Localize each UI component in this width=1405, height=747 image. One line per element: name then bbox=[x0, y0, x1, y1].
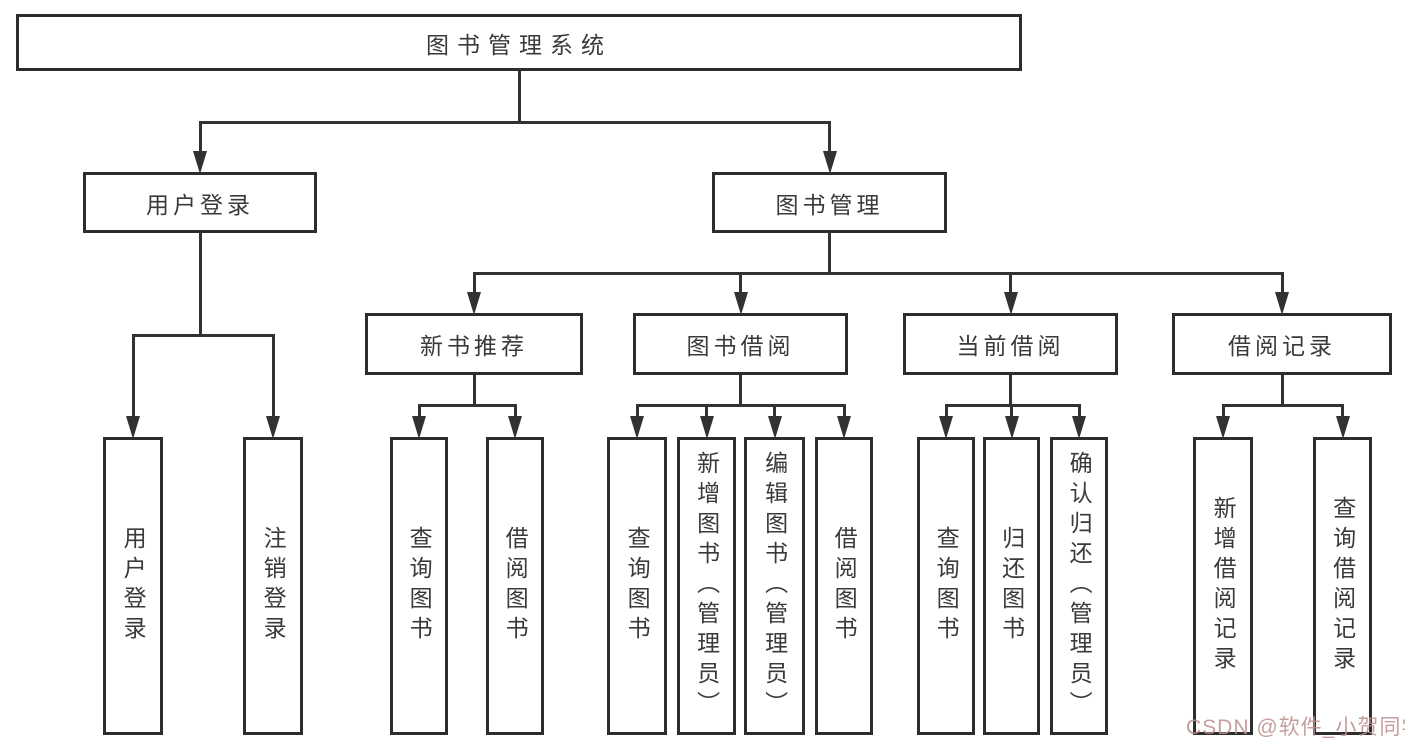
node-nr-borrow: 借阅图书 bbox=[486, 437, 544, 735]
arrowhead-login-leaf bbox=[126, 416, 140, 439]
node-label-nr-query: 查询图书 bbox=[406, 526, 433, 646]
node-label-login: 用户登录 bbox=[146, 191, 254, 218]
node-br-add: 新增借阅记录 bbox=[1193, 437, 1253, 735]
node-cb-query: 查询图书 bbox=[917, 437, 975, 735]
connector-stem-root bbox=[517, 71, 521, 122]
node-label-bb-add: 新增图书（管理员） bbox=[693, 451, 720, 721]
node-logout-leaf: 注销登录 bbox=[243, 437, 303, 735]
node-bb-borrow: 借阅图书 bbox=[815, 437, 873, 735]
connector-drop-logout-leaf bbox=[271, 335, 275, 419]
connector-drop-cb-return bbox=[1010, 405, 1013, 419]
arrowhead-current bbox=[1003, 292, 1018, 315]
connector-stem-current bbox=[1009, 375, 1012, 405]
connector-drop-records bbox=[1280, 273, 1284, 295]
arrowhead-bb-query bbox=[630, 416, 644, 439]
connector-bus-root bbox=[198, 120, 831, 124]
node-label-book-mgmt: 图书管理 bbox=[775, 191, 884, 218]
connector-drop-book-mgmt bbox=[828, 122, 831, 154]
connector-drop-nr-query bbox=[417, 405, 421, 419]
arrowhead-new-rec bbox=[467, 292, 481, 315]
connector-drop-bb-query bbox=[635, 405, 639, 419]
node-bb-query: 查询图书 bbox=[607, 437, 667, 735]
node-borrow: 图书借阅 bbox=[633, 313, 848, 375]
arrowhead-nr-borrow bbox=[508, 416, 522, 439]
node-cb-return: 归还图书 bbox=[983, 437, 1040, 735]
arrowhead-records bbox=[1275, 292, 1289, 315]
connector-drop-bb-add bbox=[705, 405, 708, 419]
node-label-nr-borrow: 借阅图书 bbox=[502, 526, 529, 646]
connector-drop-bb-borrow bbox=[842, 405, 846, 419]
connector-stem-book-mgmt bbox=[828, 233, 831, 273]
arrowhead-cb-confirm bbox=[1072, 416, 1086, 439]
arrowhead-borrow bbox=[733, 292, 748, 315]
connector-drop-br-query bbox=[1341, 405, 1344, 419]
node-login: 用户登录 bbox=[83, 172, 317, 233]
node-label-cb-return: 归还图书 bbox=[998, 526, 1025, 646]
node-new-rec: 新书推荐 bbox=[365, 313, 583, 375]
connector-drop-cb-query bbox=[944, 405, 948, 419]
arrowhead-nr-query bbox=[412, 416, 426, 439]
connector-drop-login bbox=[198, 122, 202, 154]
node-br-query: 查询借阅记录 bbox=[1313, 437, 1372, 735]
connector-drop-current bbox=[1009, 273, 1012, 295]
arrowhead-logout-leaf bbox=[266, 416, 280, 439]
node-label-br-add: 新增借阅记录 bbox=[1210, 496, 1237, 676]
node-label-logout-leaf: 注销登录 bbox=[260, 526, 287, 646]
node-label-cb-confirm: 确认归还（管理员） bbox=[1066, 451, 1093, 721]
node-label-bb-query: 查询图书 bbox=[624, 526, 651, 646]
connector-bus-login bbox=[131, 333, 275, 337]
node-label-records: 借阅记录 bbox=[1228, 333, 1336, 359]
connector-stem-records bbox=[1280, 375, 1284, 405]
arrowhead-br-query bbox=[1335, 416, 1350, 439]
arrowhead-bb-borrow bbox=[837, 416, 851, 439]
arrowhead-login bbox=[193, 151, 207, 174]
connector-bus-borrow bbox=[635, 403, 846, 407]
node-bb-add: 新增图书（管理员） bbox=[677, 437, 736, 735]
node-label-br-query: 查询借阅记录 bbox=[1329, 496, 1356, 676]
connector-stem-borrow bbox=[739, 375, 742, 405]
csdn-watermark: CSDN @软件_小贺同学 bbox=[1186, 716, 1405, 739]
connector-drop-cb-confirm bbox=[1077, 405, 1081, 419]
node-label-new-rec: 新书推荐 bbox=[420, 333, 528, 359]
connector-drop-login-leaf bbox=[131, 335, 135, 419]
connector-bus-book-mgmt bbox=[472, 271, 1284, 275]
connector-stem-login bbox=[198, 233, 202, 335]
node-label-borrow: 图书借阅 bbox=[686, 333, 795, 359]
node-cb-confirm: 确认归还（管理员） bbox=[1050, 437, 1108, 735]
connector-stem-new-rec bbox=[472, 375, 476, 405]
arrowhead-bb-edit bbox=[767, 416, 782, 439]
arrowhead-bb-add bbox=[699, 416, 714, 439]
arrowhead-br-add bbox=[1216, 416, 1230, 439]
node-nr-query: 查询图书 bbox=[390, 437, 448, 735]
node-label-root: 图书管理系统 bbox=[426, 31, 612, 58]
node-records: 借阅记录 bbox=[1172, 313, 1392, 375]
node-label-bb-edit: 编辑图书（管理员） bbox=[761, 451, 788, 721]
node-login-leaf: 用户登录 bbox=[103, 437, 163, 735]
node-label-bb-borrow: 借阅图书 bbox=[831, 526, 858, 646]
node-current: 当前借阅 bbox=[903, 313, 1118, 375]
connector-drop-br-add bbox=[1221, 405, 1225, 419]
connector-drop-bb-edit bbox=[773, 405, 776, 419]
node-bb-edit: 编辑图书（管理员） bbox=[744, 437, 805, 735]
connector-bus-new-rec bbox=[417, 403, 517, 407]
node-book-mgmt: 图书管理 bbox=[712, 172, 947, 233]
arrowhead-book-mgmt bbox=[822, 151, 837, 174]
arrowhead-cb-query bbox=[939, 416, 953, 439]
arrowhead-cb-return bbox=[1004, 416, 1019, 439]
connector-drop-new-rec bbox=[472, 273, 476, 295]
connector-drop-nr-borrow bbox=[513, 405, 517, 419]
node-label-cb-query: 查询图书 bbox=[933, 526, 960, 646]
connector-bus-records bbox=[1221, 403, 1344, 407]
node-root: 图书管理系统 bbox=[16, 14, 1022, 71]
node-label-current: 当前借阅 bbox=[956, 333, 1065, 359]
connector-drop-borrow bbox=[739, 273, 742, 295]
node-label-login-leaf: 用户登录 bbox=[120, 526, 147, 646]
